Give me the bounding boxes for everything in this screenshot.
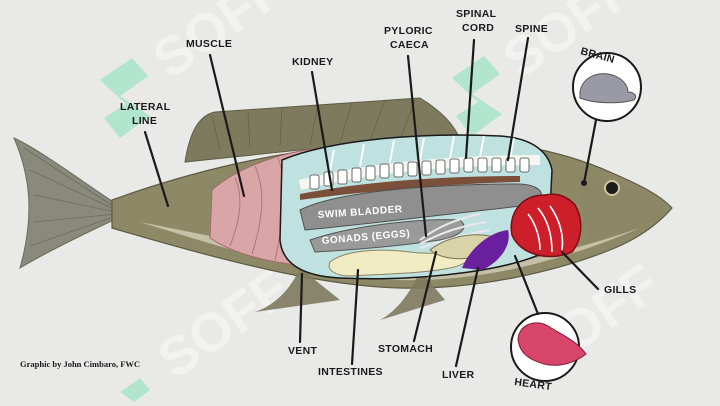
spine-label: SPINE bbox=[515, 23, 548, 35]
brain-organ bbox=[579, 73, 637, 104]
gills-label: GILLS bbox=[604, 284, 636, 296]
kidney-label: KIDNEY bbox=[292, 56, 333, 68]
gills bbox=[510, 193, 582, 258]
pyloric-caeca-label: PYLORIC bbox=[384, 25, 433, 37]
vent-label: VENT bbox=[288, 345, 317, 357]
liver bbox=[462, 230, 509, 270]
lateral-line-label: LINE bbox=[132, 115, 157, 127]
tail-fin bbox=[13, 136, 119, 270]
spine bbox=[298, 155, 541, 190]
watermark-logos bbox=[100, 56, 502, 402]
muscle-label: MUSCLE bbox=[186, 38, 232, 50]
anal-fin bbox=[255, 268, 340, 312]
spinal-cord-label: CORD bbox=[462, 22, 494, 34]
watermark-text: SOFF bbox=[147, 258, 299, 390]
spinal-cord-label: SPINAL bbox=[456, 8, 497, 20]
credit-text: Graphic by John Cimbaro, FWC bbox=[20, 359, 140, 369]
heart-organ bbox=[517, 322, 587, 366]
lateral-line-label: LATERAL bbox=[120, 101, 171, 113]
eye bbox=[604, 180, 620, 196]
pyloric-caeca-label: CAECA bbox=[390, 39, 429, 51]
heart-label: HEART bbox=[514, 376, 553, 393]
liver-label: LIVER bbox=[442, 369, 475, 381]
intestines-label: INTESTINES bbox=[318, 366, 383, 378]
stomach-label: STOMACH bbox=[378, 343, 433, 355]
vertebrae bbox=[309, 157, 530, 190]
